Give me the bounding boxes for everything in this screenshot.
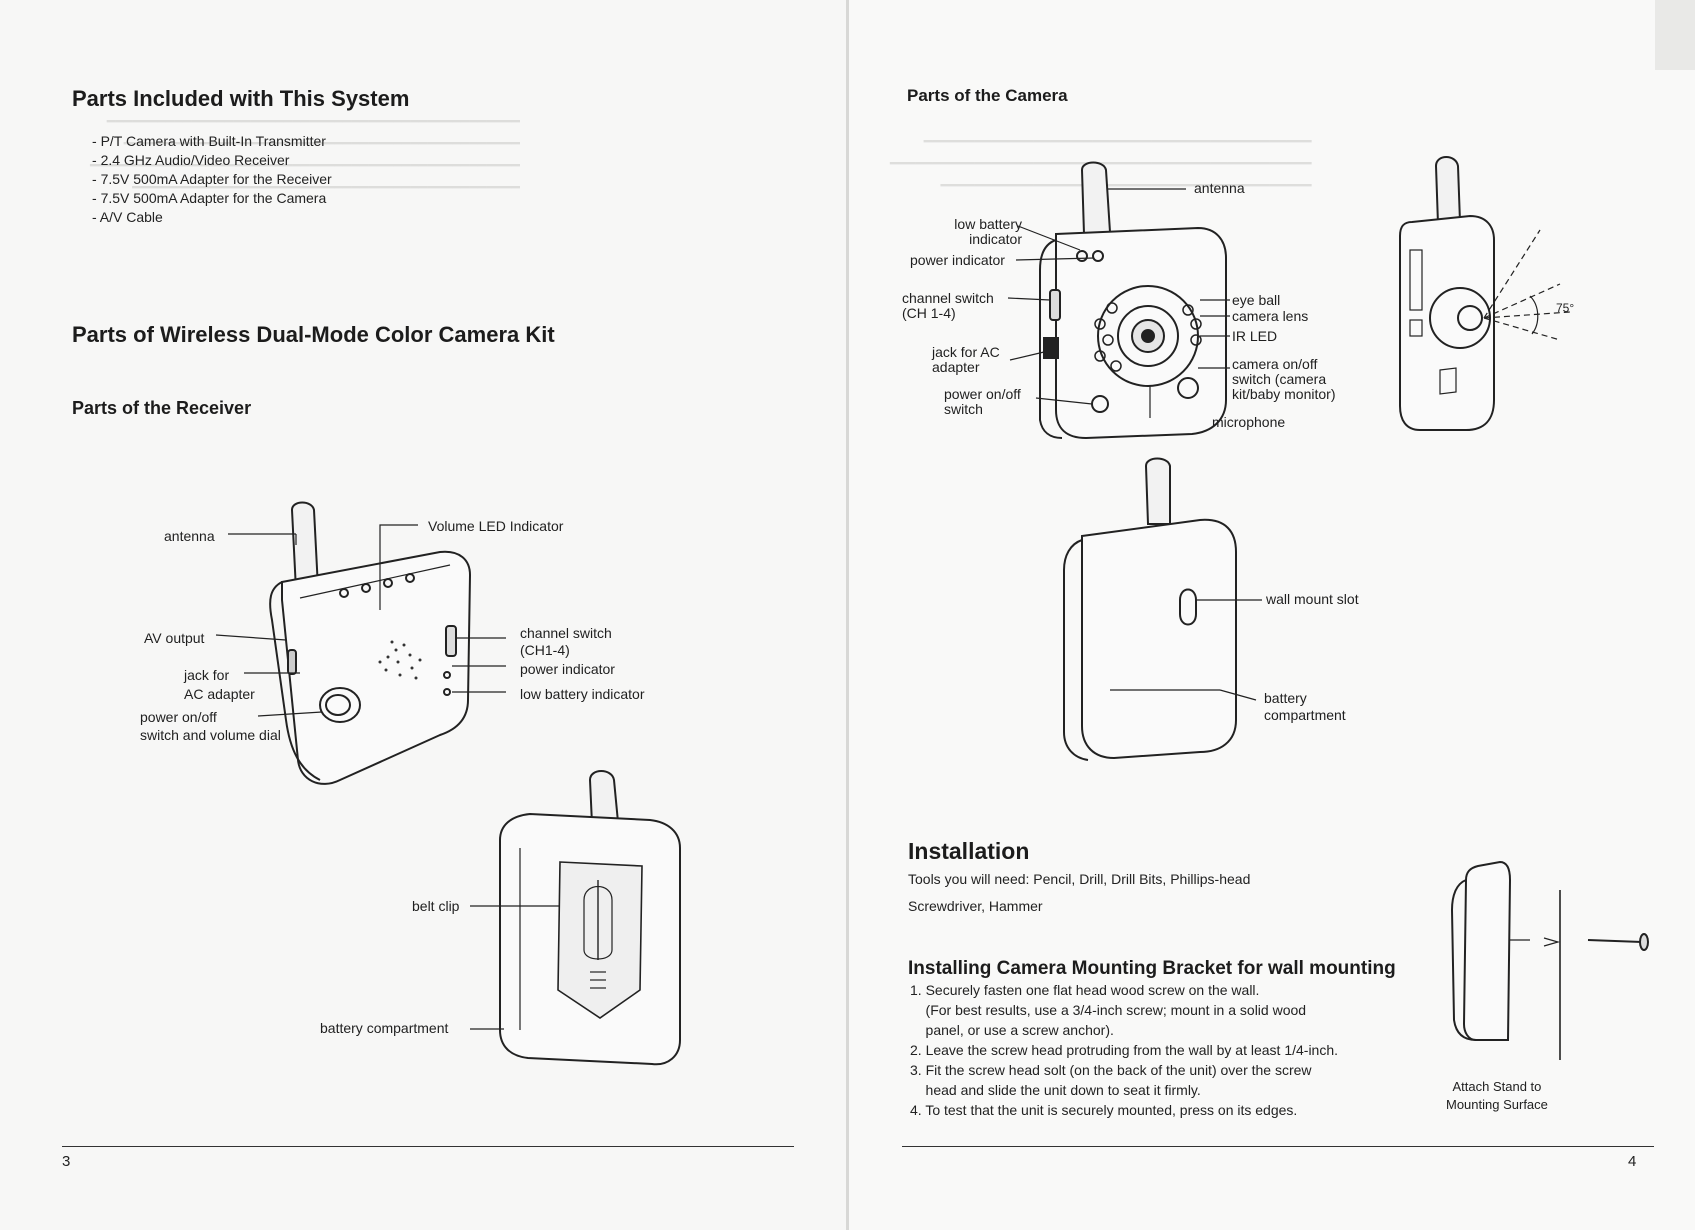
footer-rule [902, 1146, 1654, 1147]
label-microphone: microphone [1212, 414, 1285, 430]
attach-stand-caption: Attach Stand to Mounting Surface [1446, 1078, 1548, 1114]
heading-mounting-bracket: Installing Camera Mounting Bracket for w… [908, 958, 1396, 980]
list-item: panel, or use a screw anchor). [910, 1020, 1430, 1040]
list-item: 3. Fit the screw head solt (on the back … [910, 1060, 1430, 1080]
label-cam-switch-3: kit/baby monitor) [1232, 386, 1335, 402]
label-camera-jack-1: jack for AC [932, 344, 1000, 360]
label-camera-power-indicator: power indicator [910, 252, 1005, 268]
list-item: 4. To test that the unit is securely mou… [910, 1100, 1430, 1120]
label-low-battery-1: low battery [930, 216, 1022, 232]
label-eye-ball: eye ball [1232, 292, 1280, 308]
label-camera-channel-switch-1: channel switch [902, 290, 994, 306]
label-camera-power-2: switch [944, 401, 983, 417]
tools-line: Screwdriver, Hammer [908, 893, 1428, 920]
label-camera-jack-2: adapter [932, 359, 979, 375]
list-item: (For best results, use a 3/4-inch screw;… [910, 1000, 1430, 1020]
label-camera-power-1: power on/off [944, 386, 1021, 402]
label-low-battery-2: indicator [930, 231, 1022, 247]
list-item: 1. Securely fasten one flat head wood sc… [910, 980, 1430, 1000]
label-ir-led: IR LED [1232, 328, 1277, 344]
page-number-right: 4 [1628, 1153, 1636, 1170]
heading-installation: Installation [908, 838, 1029, 865]
list-item: head and slide the unit down to seat it … [910, 1080, 1430, 1100]
label-view-angle: 75° [1556, 300, 1574, 316]
label-camera-antenna: antenna [1194, 180, 1245, 196]
caption-line: Mounting Surface [1446, 1096, 1548, 1114]
label-cam-switch-2: switch (camera [1232, 371, 1326, 387]
label-battery-2: compartment [1264, 707, 1346, 723]
list-item: 2. Leave the screw head protruding from … [910, 1040, 1430, 1060]
label-camera-channel-switch-2: (CH 1-4) [902, 305, 956, 321]
tools-line: Tools you will need: Pencil, Drill, Dril… [908, 866, 1428, 893]
label-camera-lens: camera lens [1232, 308, 1308, 324]
label-battery-1: battery [1264, 690, 1307, 706]
label-cam-switch-1: camera on/off [1232, 356, 1317, 372]
caption-line: Attach Stand to [1446, 1078, 1548, 1096]
tools-needed: Tools you will need: Pencil, Drill, Dril… [908, 866, 1428, 920]
installation-steps: 1. Securely fasten one flat head wood sc… [910, 980, 1430, 1120]
label-wall-mount-slot: wall mount slot [1266, 591, 1359, 607]
